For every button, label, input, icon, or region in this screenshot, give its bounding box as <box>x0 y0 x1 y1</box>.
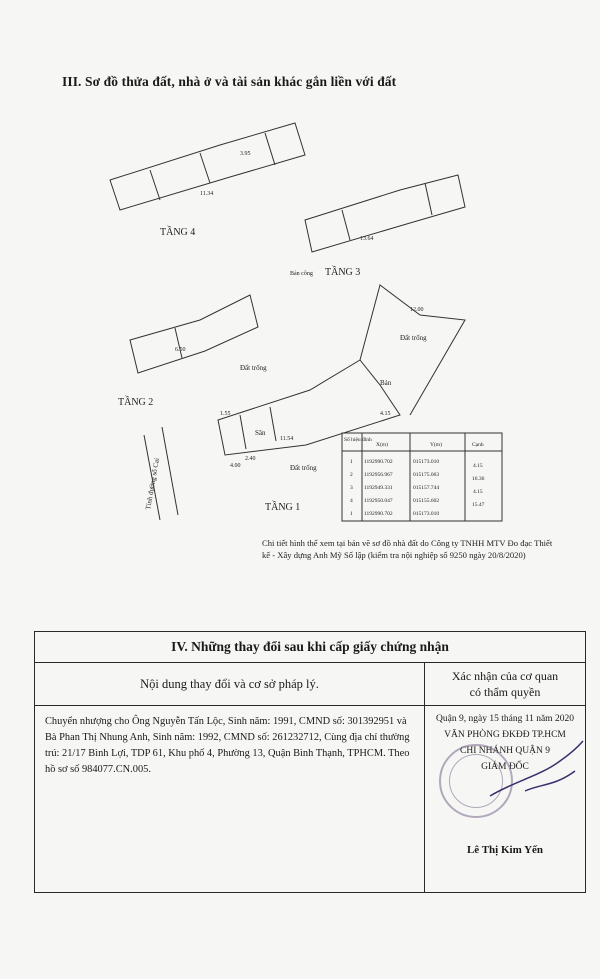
table-header: X(m) <box>376 441 388 448</box>
land-plot-diagram: TẦNG 4 TẦNG 3 TẦNG 2 TẦNG 1 Đất trống Đấ… <box>80 115 520 535</box>
dim-label: 12.00 <box>410 307 424 313</box>
plot-svg: TẦNG 4 TẦNG 3 TẦNG 2 TẦNG 1 Đất trống Đấ… <box>109 122 503 522</box>
confirmation-header-line1: Xác nhận của cơ quan <box>451 669 559 683</box>
floor-label: TẦNG 3 <box>325 265 360 278</box>
table-header: Số hiệu đỉnh <box>344 436 372 443</box>
table-cell: 4.15 <box>473 489 483 495</box>
floor-label: TẦNG 4 <box>160 225 195 238</box>
dim-label: 11.54 <box>280 436 293 442</box>
open-land-outline <box>359 284 466 416</box>
vertex-table-text: Số hiệu đỉnh X(m) Y(m) Cạnh 1 1192990.70… <box>344 436 485 517</box>
dim-label: 4.15 <box>380 411 391 417</box>
area-label: Sân <box>255 429 266 437</box>
table-cell: 1192956.967 <box>364 472 393 478</box>
dim-label: 13.64 <box>360 236 374 242</box>
floor2-outline <box>129 294 259 374</box>
floor4-wall <box>199 152 211 184</box>
floor1-wall <box>269 406 277 442</box>
area-label: Đất trống <box>400 334 427 342</box>
table-cell: 1192950.047 <box>364 498 393 504</box>
table-header: Cạnh <box>472 442 484 448</box>
floor1-outline <box>217 359 401 456</box>
confirmation-cell: Quận 9, ngày 15 tháng 11 năm 2020 VĂN PH… <box>425 706 585 892</box>
table-cell: 1 <box>350 511 353 517</box>
dim-label: 3.95 <box>240 151 251 157</box>
vertex-table <box>341 432 503 522</box>
branch-name: CHI NHÁNH QUẬN 9 <box>460 746 550 756</box>
changes-table-body: Chuyển nhượng cho Ông Nguyễn Tấn Lộc, Si… <box>35 706 585 892</box>
changes-table-header: Nội dung thay đổi và cơ sở pháp lý. Xác … <box>35 663 585 706</box>
table-header: Y(m) <box>430 441 442 448</box>
table-cell: 3 <box>350 485 353 491</box>
road-label: Tỉnh đường số Cai <box>144 457 161 510</box>
dim-label: 6.50 <box>175 347 186 353</box>
changes-table: IV. Những thay đổi sau khi cấp giấy chứn… <box>34 631 586 893</box>
table-cell: 1192990.702 <box>364 459 393 465</box>
table-cell: 4 <box>350 498 353 504</box>
table-cell: 1 <box>350 459 353 465</box>
signature-mark <box>489 740 584 797</box>
section4-title: IV. Những thay đổi sau khi cấp giấy chứn… <box>35 632 585 663</box>
signer-name: Lê Thị Kim Yến <box>466 844 544 856</box>
area-label: Đất trống <box>240 364 267 372</box>
floor4-outline <box>109 122 306 211</box>
floor3-wall <box>341 209 351 241</box>
confirm-date: Quận 9, ngày 15 tháng 11 năm 2020 <box>436 714 574 724</box>
table-cell: 015175.063 <box>413 472 439 478</box>
table-cell: 015173.010 <box>413 459 439 465</box>
official-stamp <box>439 744 513 818</box>
area-label: Bản công <box>290 271 313 277</box>
table-cell: 015173.010 <box>413 511 439 517</box>
dim-label: 11.34 <box>200 191 213 197</box>
table-cell: 015155.602 <box>413 498 439 504</box>
floor3-wall <box>424 182 433 216</box>
table-cell: 1192949.331 <box>364 485 393 491</box>
confirmation-header-line2: có thẩm quyền <box>469 685 541 699</box>
floor4-wall <box>149 169 161 201</box>
floor-label: TẦNG 1 <box>265 500 300 513</box>
floor2-wall <box>174 327 183 359</box>
floor4-wall <box>264 132 276 166</box>
table-cell: 1192990.702 <box>364 511 393 517</box>
table-cell: 4.15 <box>473 463 483 469</box>
table-cell: 015157.744 <box>413 485 439 491</box>
road-edge <box>161 426 179 516</box>
dim-label: 2.40 <box>245 456 256 462</box>
table-cell: 2 <box>350 472 353 478</box>
section3-title: III. Sơ đồ thửa đất, nhà ở và tài sản kh… <box>62 74 397 89</box>
road-edge <box>143 434 161 521</box>
floor1-wall <box>239 414 247 450</box>
change-content: Chuyển nhượng cho Ông Nguyễn Tấn Lộc, Si… <box>35 706 425 892</box>
office-name: VĂN PHÒNG ĐKĐĐ TP.HCM <box>444 730 566 740</box>
area-label: Đất trống <box>290 464 317 472</box>
floor-label: TẦNG 2 <box>118 395 153 408</box>
dim-label: 4.00 <box>230 463 241 469</box>
dim-label: 1.55 <box>220 411 231 417</box>
table-cell: 16.36 <box>472 476 485 482</box>
plan-caption: Chi tiết hình thể xem tại bản vẽ sơ đồ n… <box>262 538 553 560</box>
confirmation-column-header: Xác nhận của cơ quan có thẩm quyền <box>425 663 585 705</box>
content-column-header: Nội dung thay đổi và cơ sở pháp lý. <box>35 663 425 705</box>
area-label: Bản <box>380 379 392 387</box>
table-cell: 15.47 <box>472 502 485 508</box>
floor3-outline <box>304 174 466 253</box>
